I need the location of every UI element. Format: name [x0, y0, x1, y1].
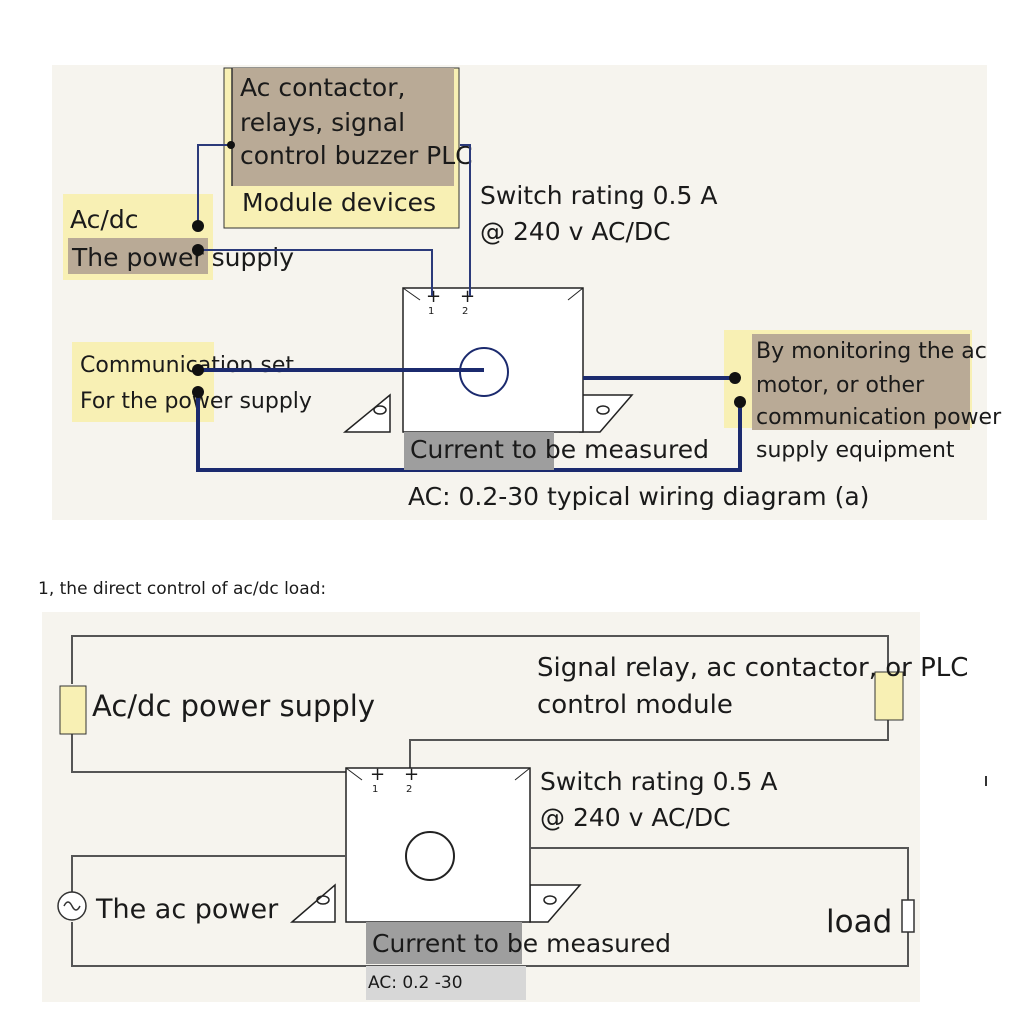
- wires-b-top: [71, 635, 889, 773]
- load-label: load: [826, 904, 892, 940]
- current-label-bg-a: [404, 432, 554, 470]
- caption-b: AC: 0.2 -30: [368, 973, 463, 993]
- stray-mark: [985, 776, 987, 786]
- monitor-line-1: By monitoring the ac: [756, 339, 987, 364]
- diagram-b: Ac/dc power supply Signal relay, ac cont…: [42, 612, 968, 1002]
- terminal-plus-b-1: +: [370, 764, 385, 785]
- terminal-plus-1: +: [426, 286, 441, 307]
- relay-line-1: Signal relay, ac contactor, or PLC: [537, 653, 968, 683]
- caption-a: AC: 0.2-30 typical wiring diagram (a): [408, 482, 869, 511]
- relay-line-2: control module: [537, 690, 733, 720]
- monitor-box: By monitoring the ac motor, or other com…: [724, 330, 1002, 463]
- terminal-b-1: 1: [372, 784, 378, 795]
- terminal-a-1: 1: [428, 306, 434, 317]
- ac-power-label: The ac power: [95, 894, 279, 925]
- diagram-a: Ac contactor, relays, signal control buz…: [52, 65, 1002, 520]
- terminal-a-2: 2: [462, 306, 468, 317]
- comm-line-1: Communication set: [80, 353, 294, 378]
- load-component: [901, 899, 915, 933]
- terminal-b-2: 2: [406, 784, 412, 795]
- current-sensor-a: + + 1 2: [342, 286, 634, 433]
- caption-b-bg: [366, 966, 526, 1000]
- acdc-line-2: The power supply: [71, 243, 294, 272]
- monitor-line-4: supply equipment: [756, 438, 955, 463]
- module-line-2: relays, signal: [240, 108, 405, 137]
- module-devices-label: Module devices: [242, 188, 436, 217]
- current-sensor-b: + + 1 2: [289, 764, 582, 923]
- acdc-label-b: Ac/dc power supply: [92, 689, 375, 723]
- current-label-bg-b: [366, 922, 522, 964]
- module-devices-box: Ac contactor, relays, signal control buz…: [223, 67, 473, 229]
- current-label-b: Current to be measured: [372, 929, 671, 958]
- switch-rating-b-line-1: Switch rating 0.5 A: [540, 767, 777, 796]
- ac-source-icon: [57, 891, 87, 921]
- terminal-plus-2: +: [460, 286, 475, 307]
- switch-rating-a-line-2: @ 240 v AC/DC: [480, 217, 671, 246]
- section-heading: 1, the direct control of ac/dc load:: [38, 579, 326, 599]
- switch-rating-b-line-2: @ 240 v AC/DC: [540, 803, 731, 832]
- acdc-line-1: Ac/dc: [70, 205, 138, 234]
- terminal-plus-b-2: +: [404, 764, 419, 785]
- monitor-line-3: communication power: [756, 405, 1002, 430]
- relay-component-b: [874, 671, 904, 721]
- switch-rating-a-line-1: Switch rating 0.5 A: [480, 181, 717, 210]
- current-label-a: Current to be measured: [410, 435, 709, 464]
- module-line-3: control buzzer PLC: [240, 141, 473, 170]
- module-line-1: Ac contactor,: [240, 73, 405, 102]
- monitor-line-2: motor, or other: [756, 373, 925, 398]
- acdc-power-box: Ac/dc The power supply: [63, 194, 294, 280]
- acdc-component-b: [59, 685, 87, 735]
